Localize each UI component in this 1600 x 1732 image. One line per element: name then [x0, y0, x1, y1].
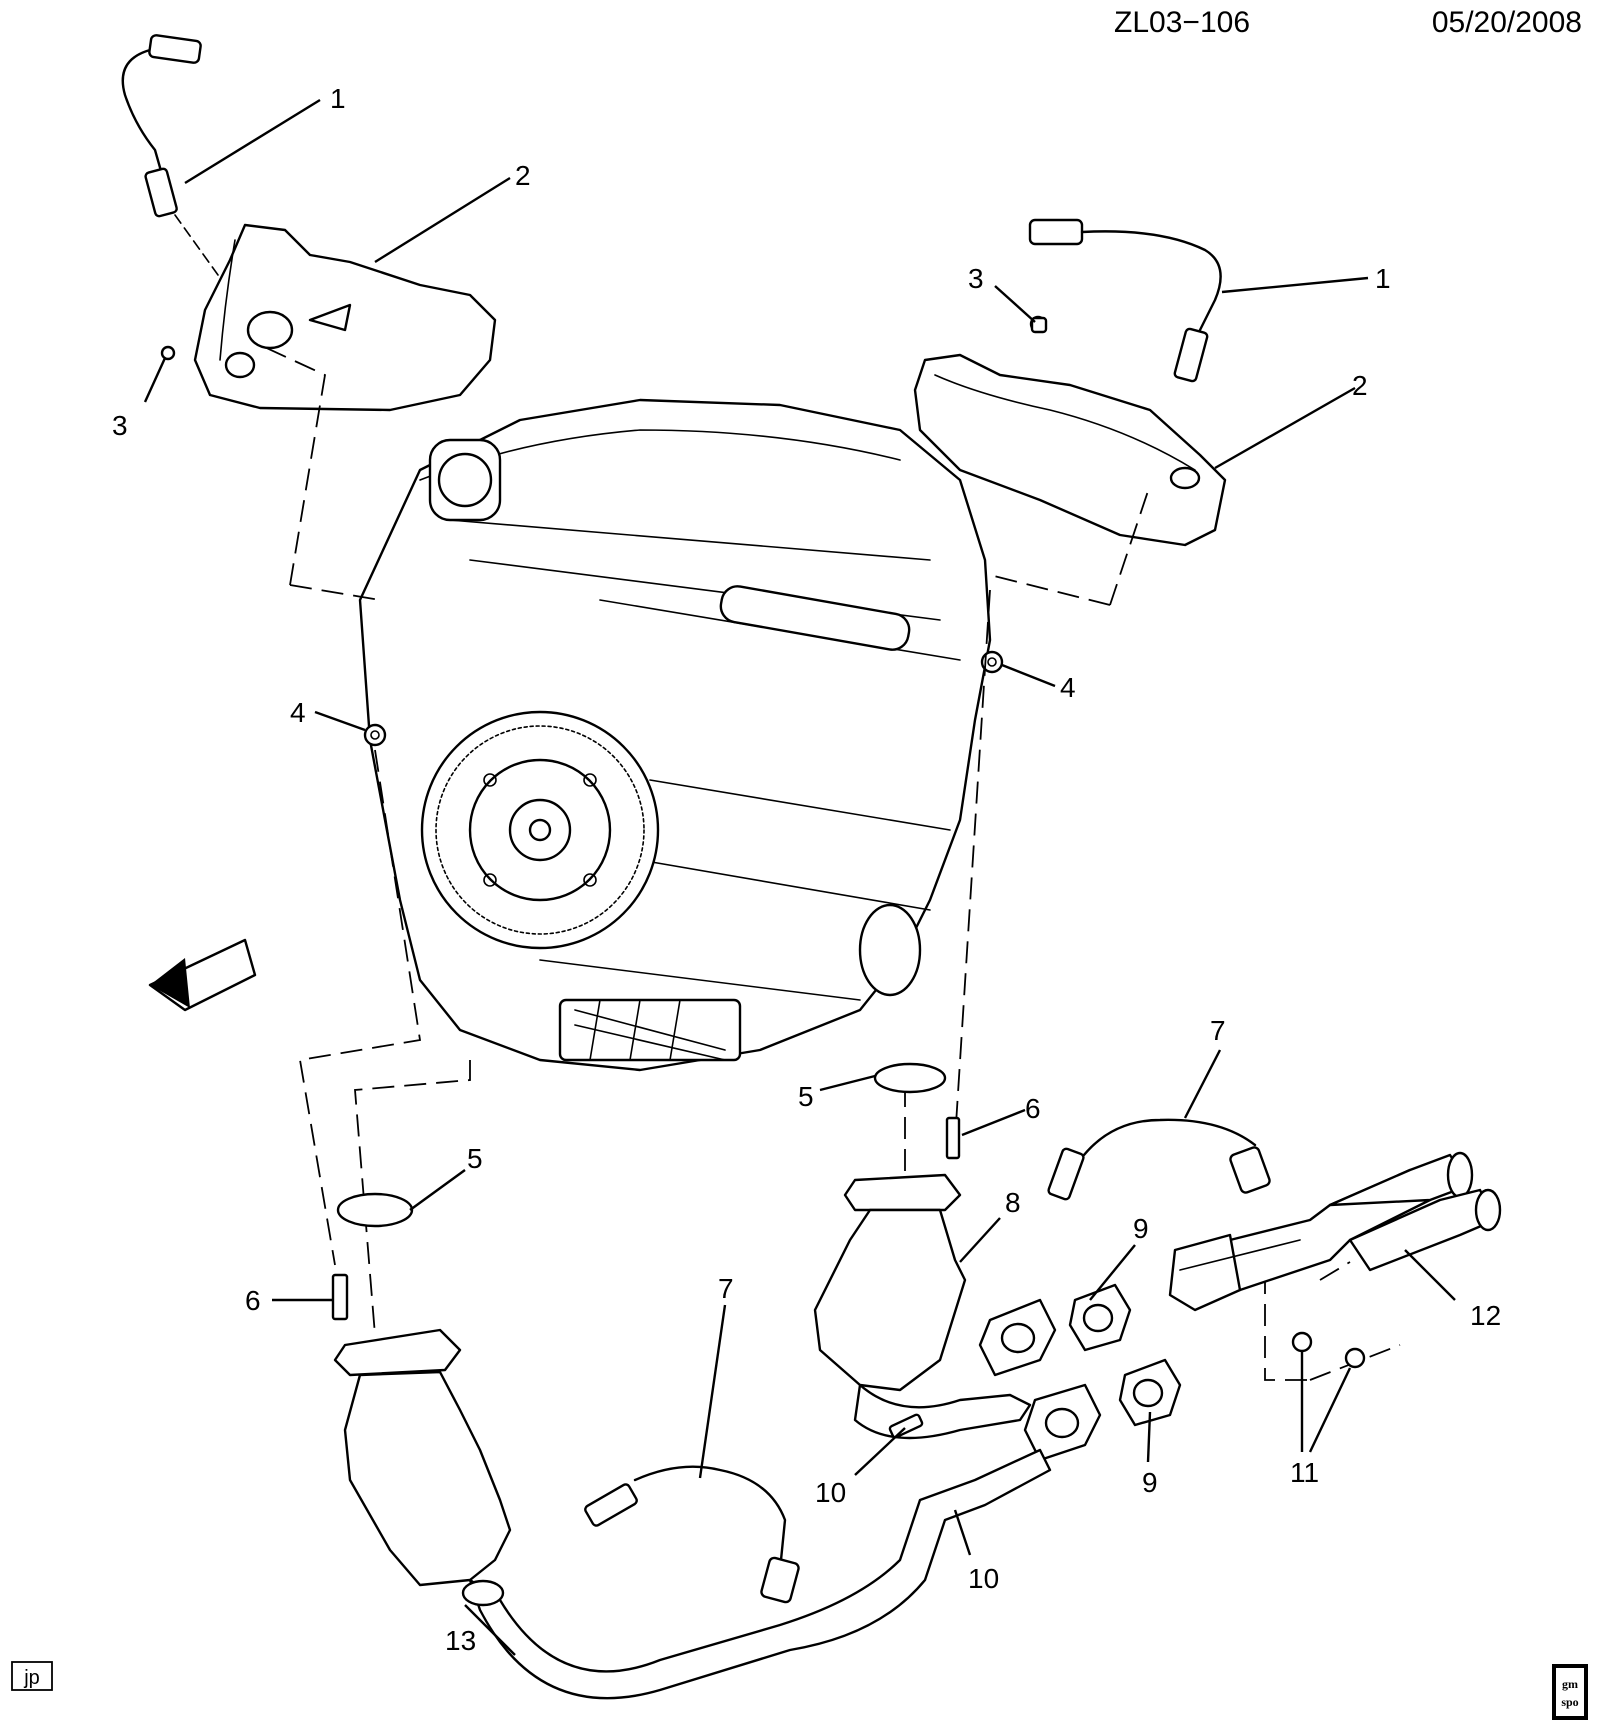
- flange-gasket-9-lower-b: [1118, 1358, 1182, 1427]
- engine-assembly: [358, 398, 992, 1072]
- callout-9: 9: [1142, 1467, 1158, 1498]
- callout-6: 6: [1025, 1093, 1041, 1124]
- callout-4: 4: [290, 697, 306, 728]
- bolt-10-upper: [888, 1413, 924, 1439]
- oxygen-sensor-upper-right: [1028, 218, 1222, 383]
- callout-4: 4: [1060, 672, 1076, 703]
- callout-1: 1: [1375, 263, 1391, 294]
- callout-5: 5: [467, 1143, 483, 1174]
- callout-3: 3: [112, 410, 128, 441]
- callout-9: 9: [1133, 1213, 1149, 1244]
- oxygen-sensor-lower-right: [1047, 1118, 1271, 1201]
- leader-lines: [143, 98, 1456, 1656]
- callout-5: 5: [798, 1081, 814, 1112]
- oxygen-sensor-lower-left: [584, 1465, 800, 1604]
- stud-6-left: [331, 1273, 349, 1321]
- nut-11-b: [1344, 1347, 1366, 1369]
- callout-10: 10: [968, 1563, 999, 1594]
- exhaust-resonator-12: [1168, 1151, 1502, 1312]
- artist-initials: jp: [23, 1667, 40, 1689]
- nut-4-left: [363, 723, 387, 747]
- catalytic-converter-right: [813, 1173, 1032, 1440]
- diagram-date: 05/20/2008: [1432, 6, 1582, 39]
- gm-spo-logo: gm spo: [1552, 1664, 1588, 1720]
- bolt-3-right: [1030, 316, 1048, 334]
- callout-7: 7: [1210, 1015, 1226, 1046]
- gasket-5-right: [873, 1062, 947, 1094]
- flange-gasket-9-upper-a: [978, 1298, 1057, 1377]
- callout-2: 2: [515, 160, 531, 191]
- callout-2: 2: [1352, 370, 1368, 401]
- flywheel: [420, 710, 660, 950]
- callout-1: 1: [330, 83, 346, 114]
- flange-gasket-9-upper-b: [1068, 1283, 1132, 1352]
- catalytic-converter-left-pipe-13: [333, 1328, 1052, 1700]
- callout-7: 7: [718, 1273, 734, 1304]
- callout-10: 10: [815, 1477, 846, 1508]
- callout-3: 3: [968, 263, 984, 294]
- callout-labels: 1 2 3 3 1 2 4 4 5 5 6 6 7 7 8 9 9 10 10 …: [112, 83, 1501, 1656]
- svg-text:spo: spo: [1561, 1695, 1578, 1709]
- nut-11-a: [1291, 1331, 1313, 1353]
- nut-4-right: [980, 650, 1004, 674]
- heat-shield-right: [913, 315, 1227, 547]
- heat-shield-left: [160, 223, 497, 412]
- front-arrow-icon: [148, 938, 257, 1012]
- callout-13: 13: [445, 1625, 476, 1656]
- diagram-code: ZL03−106: [1114, 6, 1250, 39]
- svg-text:gm: gm: [1562, 1677, 1578, 1691]
- callout-8: 8: [1005, 1187, 1021, 1218]
- flange-gasket-9-lower-a: [1023, 1383, 1102, 1462]
- artist-initials-box: jp: [11, 1661, 53, 1691]
- callout-11: 11: [1290, 1457, 1319, 1488]
- gasket-5-left: [336, 1192, 414, 1228]
- oxygen-sensor-upper-left: [121, 34, 219, 276]
- callout-12: 12: [1470, 1300, 1501, 1331]
- callout-6: 6: [245, 1285, 261, 1316]
- stud-6-right: [945, 1116, 961, 1160]
